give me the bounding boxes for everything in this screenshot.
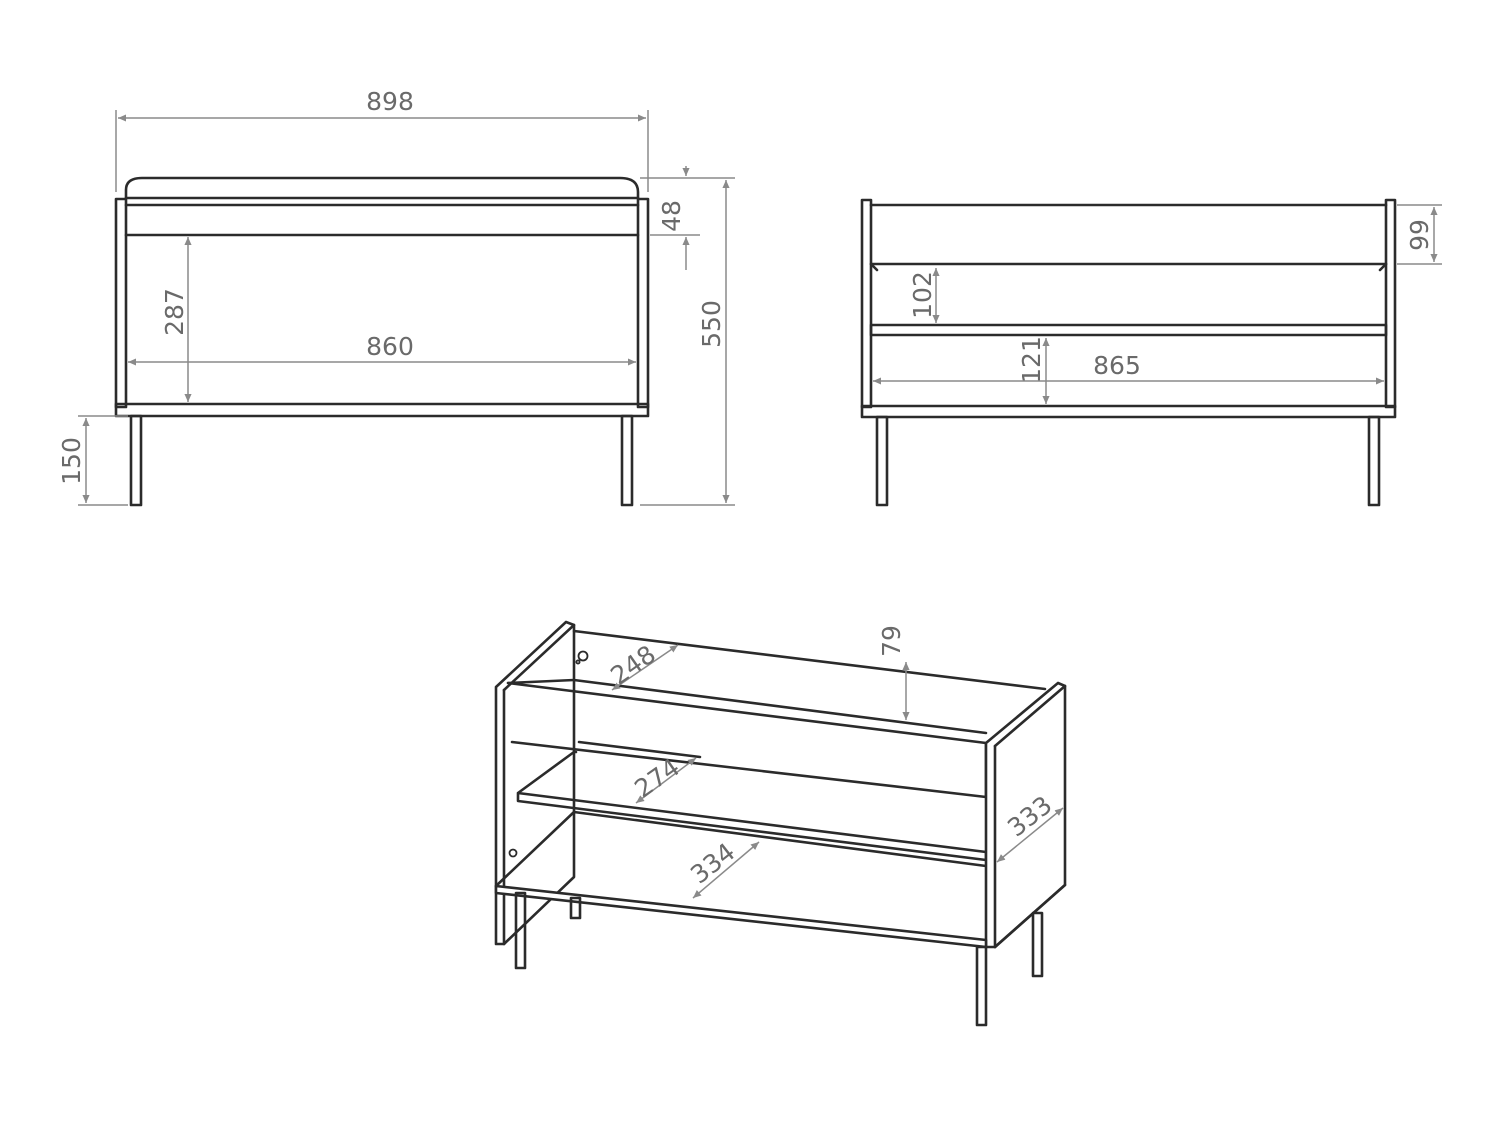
dim-iso-bottom-depth: 334 [685, 837, 740, 889]
iso-hole-bottom [508, 848, 518, 858]
dim-seat-thickness: 48 [657, 200, 686, 232]
iso-hole-top [577, 650, 589, 662]
iso-left-side-panel [494, 620, 576, 946]
front-view [114, 176, 650, 507]
iso-leg-back-left [569, 896, 582, 920]
dim-iso-top-rail: 79 [877, 625, 906, 657]
back-right-leg [1367, 415, 1381, 507]
back-left-leg [875, 415, 889, 507]
back-view [860, 198, 1397, 507]
iso-middle-shelf [516, 750, 988, 862]
dim-back-inner-width: 865 [1093, 351, 1141, 380]
dim-back-top-rail: 99 [1405, 219, 1434, 251]
iso-leg-front-left [514, 891, 527, 970]
back-right-side-panel [1384, 198, 1397, 409]
back-bottom-panel [860, 404, 1397, 419]
dim-inner-height: 287 [160, 288, 189, 336]
dim-overall-height: 550 [697, 300, 726, 348]
iso-bottom-front-panel [494, 884, 988, 949]
iso-bottom-shelf [494, 810, 988, 888]
back-shelf [869, 323, 1388, 337]
back-left-side-panel [860, 198, 873, 409]
dim-leg-height: 150 [57, 437, 86, 485]
front-bottom-panel [114, 402, 650, 418]
iso-leg-back-right [1031, 911, 1044, 978]
back-dimensions: 99 102 121 865 [873, 204, 1442, 404]
dim-inner-width: 860 [366, 332, 414, 361]
dim-overall-width: 898 [366, 87, 414, 116]
iso-top-rail-front [506, 681, 988, 799]
front-seat-cushion [124, 176, 640, 200]
front-left-side-panel [114, 197, 128, 409]
iso-view [494, 620, 1067, 1027]
dim-upper-opening: 102 [908, 271, 937, 319]
iso-leg-front-right [975, 945, 988, 1027]
front-dimensions: 898 48 550 287 860 150 [57, 87, 735, 506]
front-right-leg [620, 414, 634, 507]
dim-lower-opening: 121 [1017, 336, 1046, 384]
iso-top-back-edge [572, 629, 1047, 691]
front-right-side-panel [636, 197, 650, 409]
dim-iso-upper-depth: 248 [605, 639, 661, 690]
front-left-leg [129, 414, 143, 507]
